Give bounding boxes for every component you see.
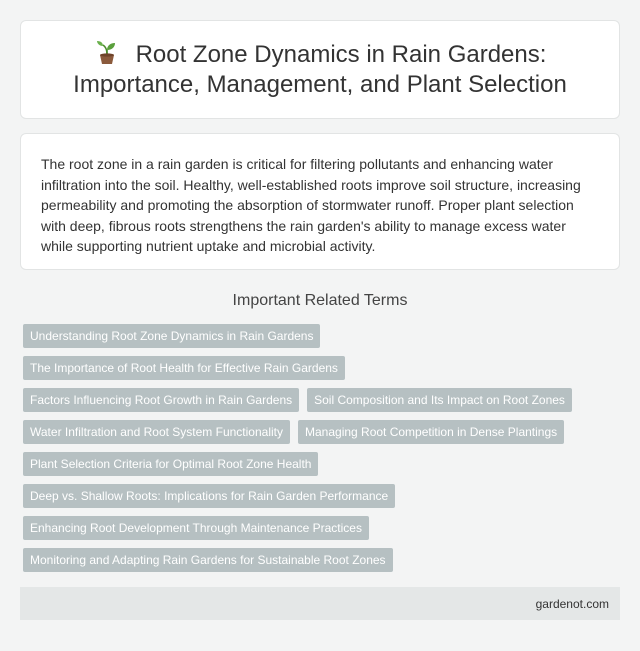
- related-terms-heading: Important Related Terms: [232, 292, 408, 309]
- related-term-tag[interactable]: Enhancing Root Development Through Maint…: [23, 516, 369, 540]
- related-term-tag[interactable]: Water Infiltration and Root System Funct…: [23, 420, 290, 444]
- description-text: The root zone in a rain garden is critic…: [41, 156, 581, 254]
- related-term-tag[interactable]: Plant Selection Criteria for Optimal Roo…: [23, 452, 319, 476]
- footer-site[interactable]: gardenot.com: [535, 596, 609, 611]
- related-term-tag[interactable]: Managing Root Competition in Dense Plant…: [298, 420, 565, 444]
- related-term-tag[interactable]: Deep vs. Shallow Roots: Implications for…: [23, 484, 396, 508]
- related-term-tag[interactable]: Factors Influencing Root Growth in Rain …: [23, 388, 300, 412]
- description-card: The root zone in a rain garden is critic…: [20, 133, 620, 270]
- related-term-tag[interactable]: The Importance of Root Health for Effect…: [23, 356, 345, 380]
- related-term-tag[interactable]: Understanding Root Zone Dynamics in Rain…: [23, 324, 321, 348]
- sprout-icon: [96, 41, 115, 64]
- page-title: Root Zone Dynamics in Rain Gardens: Impo…: [41, 39, 599, 100]
- related-term-tag[interactable]: Soil Composition and Its Impact on Root …: [307, 388, 572, 412]
- related-terms-list: Understanding Root Zone Dynamics in Rain…: [20, 324, 620, 572]
- related-term-tag[interactable]: Monitoring and Adapting Rain Gardens for…: [23, 548, 393, 572]
- page-title-text: Root Zone Dynamics in Rain Gardens: Impo…: [73, 41, 567, 98]
- title-card: Root Zone Dynamics in Rain Gardens: Impo…: [20, 20, 620, 119]
- footer: gardenot.com: [20, 587, 620, 620]
